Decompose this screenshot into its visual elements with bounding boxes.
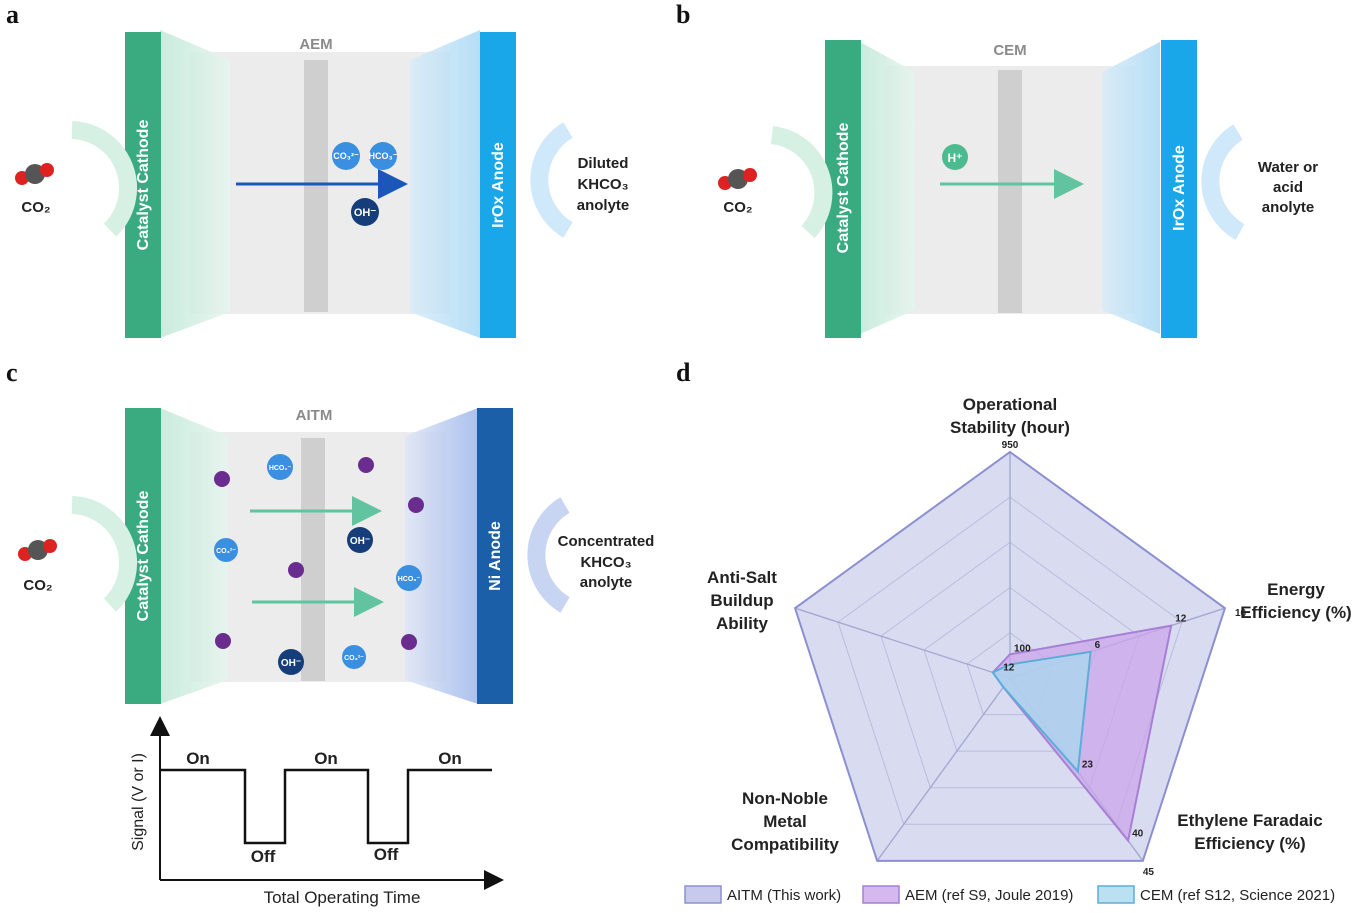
svg-text:CO₃²⁻: CO₃²⁻ xyxy=(333,151,359,161)
legend-swatch xyxy=(684,885,722,904)
signal-waveform-plot: On On On Off Off Signal (V or I) Total O… xyxy=(130,716,504,907)
signal-on-label: On xyxy=(186,749,210,768)
legend-label: AITM (This work) xyxy=(727,887,841,904)
co2-molecule-icon xyxy=(15,163,54,185)
legend-swatch xyxy=(862,885,900,904)
svg-text:HCO₃⁻: HCO₃⁻ xyxy=(369,151,398,161)
radar-axis-label: Metal xyxy=(763,812,806,831)
svg-text:CO₂: CO₂ xyxy=(23,577,52,594)
radar-axis-label: Anti-Salt xyxy=(707,568,777,587)
anolyte-line-b1: Water or xyxy=(1258,159,1318,176)
anolyte-line-a3: anolyte xyxy=(577,197,630,214)
svg-text:OH⁻: OH⁻ xyxy=(281,658,301,669)
radar-max-tick: 950 xyxy=(1002,440,1019,451)
signal-x-axis-label: Total Operating Time xyxy=(264,888,421,907)
radar-max-tick: 16 xyxy=(1235,608,1247,619)
co2-molecule-icon xyxy=(718,168,757,190)
svg-text:CO₂: CO₂ xyxy=(21,199,50,216)
svg-text:H⁺: H⁺ xyxy=(948,151,963,165)
cathode-label-b: Catalyst Cathode xyxy=(835,123,852,254)
anolyte-line-c3: anolyte xyxy=(580,574,633,591)
membrane-label-b: CEM xyxy=(993,42,1026,59)
radar-tick-label: 23 xyxy=(1082,759,1094,770)
recycle-arrow-right-icon xyxy=(1201,124,1245,240)
svg-text:OH⁻: OH⁻ xyxy=(350,536,370,547)
anolyte-line-c1: Concentrated xyxy=(558,533,655,550)
panel-b-diagram: Catalyst Cathode IrOx Anode CEM H⁺ CO₂ W… xyxy=(718,40,1318,338)
radar-axis-label: Compatibility xyxy=(731,835,839,854)
svg-text:CO₃²⁻: CO₃²⁻ xyxy=(344,655,364,662)
panel-letter-d: d xyxy=(676,358,691,387)
radar-axis-label: Ethylene Faradaic xyxy=(1177,811,1323,830)
svg-text:CO₃²⁻: CO₃²⁻ xyxy=(216,548,236,555)
panel-c-diagram: Catalyst Cathode Ni Anode AITM HCO₂⁻ CO₃… xyxy=(18,407,655,907)
svg-text:OH⁻: OH⁻ xyxy=(354,207,377,219)
anolyte-line-a2: KHCO₃ xyxy=(577,176,628,193)
radar-series-polygon xyxy=(991,650,1092,774)
radar-tick-label: 100 xyxy=(1014,643,1031,654)
radar-tick-label: 12 xyxy=(1175,614,1187,625)
radar-axis-label: Efficiency (%) xyxy=(1194,834,1305,853)
cathode-label-c: Catalyst Cathode xyxy=(135,491,152,622)
anolyte-line-a1: Diluted xyxy=(578,155,629,172)
signal-off-label: Off xyxy=(374,845,399,864)
signal-off-label: Off xyxy=(251,847,276,866)
radar-chart: 950 100 16 12 6 45 40 23 12 OperationalStability… xyxy=(684,395,1352,904)
signal-y-axis-label: Signal (V or I) xyxy=(130,753,147,851)
radar-tick-label: 12 xyxy=(1003,663,1015,674)
legend-label: CEM (ref S12, Science 2021) xyxy=(1140,887,1335,904)
radar-axis-label: Ability xyxy=(716,614,768,633)
panel-a-diagram: Catalyst Cathode IrOx Anode AEM CO₃²⁻ HC… xyxy=(15,30,630,338)
panel-letter-a: a xyxy=(6,0,19,29)
co2-molecule-icon xyxy=(18,539,57,561)
recycle-arrow-left-icon xyxy=(71,496,137,612)
panel-letter-c: c xyxy=(6,358,18,387)
radar-axis-label: Buildup xyxy=(710,591,773,610)
ion-k-plus xyxy=(214,457,424,650)
signal-on-label: On xyxy=(438,749,462,768)
recycle-arrow-left-icon xyxy=(770,126,833,239)
anode-label-a: IrOx Anode xyxy=(490,142,507,228)
radar-tick-label: 6 xyxy=(1095,640,1101,651)
radar-max-tick: 45 xyxy=(1143,867,1155,878)
recycle-arrow-right-icon xyxy=(530,122,573,238)
svg-text:HCO₂⁻: HCO₂⁻ xyxy=(269,465,292,472)
anode-label-b: IrOx Anode xyxy=(1171,145,1188,231)
recycle-arrow-left-icon xyxy=(71,121,137,237)
panel-letter-b: b xyxy=(676,0,691,29)
radar-tick-label: 40 xyxy=(1132,829,1144,840)
signal-on-label: On xyxy=(314,749,338,768)
anode-label-c: Ni Anode xyxy=(487,521,504,591)
svg-text:HCO₃⁻: HCO₃⁻ xyxy=(398,576,421,583)
recycle-arrow-right-icon xyxy=(527,497,570,613)
membrane-label-a: AEM xyxy=(299,36,332,53)
cathode-label-a: Catalyst Cathode xyxy=(135,120,152,251)
anolyte-line-b3: anolyte xyxy=(1262,199,1315,216)
legend-swatch xyxy=(1097,885,1135,904)
membrane-label-c: AITM xyxy=(296,407,333,424)
svg-text:CO₂: CO₂ xyxy=(723,199,752,216)
radar-axis-label: Operational xyxy=(963,395,1057,414)
radar-axis-label: Stability (hour) xyxy=(950,418,1070,437)
legend-label: AEM (ref S9, Joule 2019) xyxy=(905,887,1073,904)
anolyte-line-c2: KHCO₃ xyxy=(580,554,631,571)
radar-axis-label: Energy xyxy=(1267,580,1325,599)
radar-axis-label: Efficiency (%) xyxy=(1240,603,1351,622)
radar-axis-label: Non-Noble xyxy=(742,789,828,808)
anolyte-line-b2: acid xyxy=(1273,179,1303,196)
